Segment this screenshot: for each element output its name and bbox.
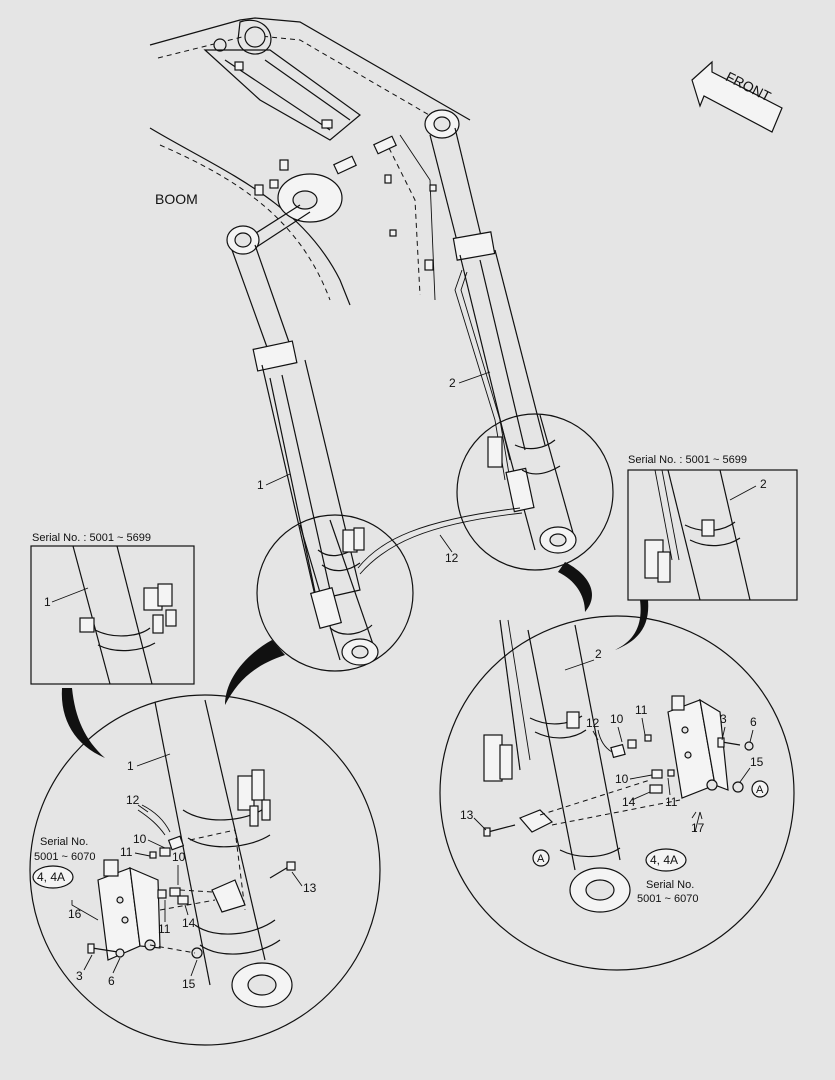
serial-label-top-left: Serial No. : 5001 ~ 5699 (32, 532, 151, 544)
boom-label: BOOM (155, 191, 198, 207)
inset-box-right (627, 469, 798, 601)
marker-a-right-text: A (756, 784, 764, 796)
callout-10-bl-a: 10 (133, 832, 147, 846)
callout-1-inset-left: 1 (44, 595, 51, 609)
front-arrow-icon (691, 60, 783, 133)
detail-circle-right (456, 413, 614, 571)
callout-3-bl: 3 (76, 969, 83, 983)
detail-circle-left (256, 514, 414, 672)
serial-label-bl-1: Serial No. (40, 836, 88, 848)
magnify-pointer-top-right-icon (615, 600, 649, 650)
callout-12-br: 12 (586, 716, 600, 730)
serial-label-br-2: 5001 ~ 6070 (637, 893, 698, 905)
inset-box-left (30, 545, 195, 685)
ref-oval-left-text: 4, 4A (37, 870, 65, 884)
callout-12-main: 12 (445, 551, 459, 565)
callout-6-br: 6 (750, 715, 757, 729)
callout-11-bl-b: 11 (158, 922, 171, 936)
ref-oval-right (645, 848, 687, 872)
serial-label-top-right: Serial No. : 5001 ~ 5699 (628, 454, 747, 466)
magnify-pointer-top-left-icon (61, 688, 105, 758)
magnify-pointer-right-icon (558, 562, 593, 612)
callout-14-bl: 14 (182, 916, 196, 930)
callout-17-br: 17 (691, 821, 705, 835)
cylinder-2 (424, 109, 546, 481)
cylinder-1 (226, 225, 361, 601)
callout-10-br-a: 10 (610, 712, 624, 726)
detail-circle-bottom-right (439, 615, 795, 971)
callout-2-main: 2 (449, 376, 456, 390)
ref-oval-left (32, 865, 74, 889)
detail-circle-bottom-left (29, 694, 381, 1046)
callout-16-bl: 16 (68, 907, 82, 921)
callout-3-br: 3 (720, 712, 727, 726)
callout-6-bl: 6 (108, 974, 115, 988)
callout-2-inset-right: 2 (760, 477, 767, 491)
callout-11-bl-a: 11 (120, 845, 133, 859)
boom-structure (149, 17, 471, 306)
marker-a-left (532, 849, 550, 867)
serial-label-bl-2: 5001 ~ 6070 (34, 851, 95, 863)
callout-12-bl: 12 (126, 793, 140, 807)
callout-1-main: 1 (257, 478, 264, 492)
marker-a-left-text: A (537, 853, 545, 865)
ref-oval-right-text: 4, 4A (650, 853, 678, 867)
magnify-pointer-left-icon (225, 640, 285, 705)
hose-12-main (357, 507, 521, 569)
callout-11-br-a: 11 (635, 703, 648, 717)
callout-15-bl: 15 (182, 977, 196, 991)
callout-15-br: 15 (750, 755, 764, 769)
callout-13-br: 13 (460, 808, 474, 822)
callout-1-bl: 1 (127, 759, 134, 773)
callout-10-bl-b: 10 (172, 850, 186, 864)
callout-13-bl: 13 (303, 881, 317, 895)
marker-a-right (751, 780, 769, 798)
callout-2-br: 2 (595, 647, 602, 661)
callout-10-br-b: 10 (615, 772, 629, 786)
callout-14-br: 14 (622, 795, 636, 809)
serial-label-br-1: Serial No. (646, 879, 694, 891)
callout-11-br-b: 11 (665, 795, 678, 809)
